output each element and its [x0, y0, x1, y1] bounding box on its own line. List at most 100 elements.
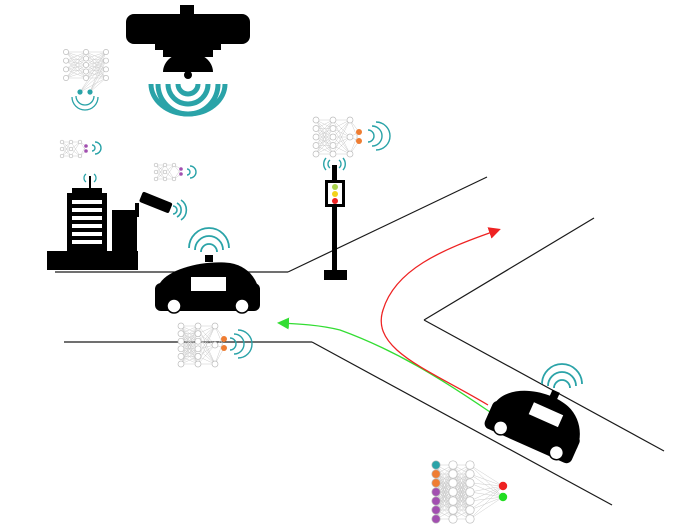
network-node	[448, 514, 458, 524]
network-node	[448, 487, 458, 497]
network-connection	[214, 325, 225, 349]
network-connection	[315, 136, 334, 155]
network-node	[103, 57, 109, 64]
road-edge-right-upper	[423, 217, 595, 321]
network-node	[162, 176, 168, 182]
network-node	[431, 505, 441, 515]
network-node	[68, 146, 74, 152]
network-node	[83, 68, 89, 75]
network-node	[329, 125, 337, 132]
network-node	[194, 330, 202, 337]
drone-neural-network-icon	[63, 49, 109, 95]
network-connection	[469, 496, 504, 511]
left-turn-path	[277, 317, 491, 413]
network-connection	[332, 136, 351, 155]
traffic-light-wireless-signal-icon	[323, 157, 346, 171]
network-node	[465, 496, 475, 506]
network-connection	[85, 51, 107, 66]
network-node	[194, 353, 202, 360]
network-connection	[349, 119, 360, 142]
network-connection	[469, 482, 504, 498]
network-node	[63, 57, 69, 64]
network-node	[346, 150, 354, 158]
network-connection	[65, 64, 87, 79]
network-node	[346, 116, 354, 124]
network-node	[83, 55, 89, 62]
network-node	[103, 75, 109, 81]
network-connection	[85, 51, 107, 59]
network-connection	[85, 71, 107, 79]
network-connection	[65, 60, 87, 72]
network-connection	[180, 325, 199, 357]
network-connection	[469, 496, 504, 520]
network-output-node	[84, 149, 88, 153]
network-connection	[180, 341, 199, 365]
drone-wireless-signal-icon	[148, 83, 228, 117]
network-connection	[65, 51, 87, 70]
car-icon-right	[484, 390, 580, 464]
drone-icon	[126, 5, 250, 79]
network-connection	[155, 164, 166, 180]
network-node	[312, 125, 320, 132]
network-connection	[85, 60, 107, 66]
network-node	[448, 478, 458, 488]
network-connection	[469, 485, 504, 502]
network-node	[448, 460, 458, 470]
network-connection	[65, 60, 87, 66]
network-connection	[197, 344, 216, 357]
network-node	[83, 49, 89, 55]
network-output-node	[356, 138, 362, 144]
camera-neural-network-icon	[153, 162, 183, 182]
network-connection	[469, 485, 504, 511]
network-connection	[435, 491, 454, 520]
network-connection	[469, 485, 504, 493]
network-node	[194, 345, 202, 353]
network-node	[83, 75, 89, 81]
network-node	[448, 496, 458, 506]
network-connection	[85, 51, 107, 61]
network-node	[162, 162, 168, 168]
network-connection	[164, 164, 175, 180]
network-node	[153, 169, 159, 175]
network-node	[465, 469, 475, 479]
traffic-light-icon	[324, 165, 347, 280]
network-node	[194, 360, 202, 368]
network-node	[465, 478, 475, 488]
network-node	[312, 150, 320, 158]
network-node	[431, 469, 441, 479]
network-connection	[469, 464, 504, 487]
network-output-node	[498, 481, 508, 491]
network-connection	[65, 64, 87, 70]
network-node	[194, 337, 202, 345]
network-node	[465, 505, 475, 515]
network-connection	[65, 51, 87, 61]
network-output-node	[77, 89, 83, 95]
network-node	[68, 153, 74, 159]
network-node	[171, 162, 177, 168]
network-connection	[79, 69, 107, 93]
car-left-wireless-signal-icon	[188, 227, 230, 253]
network-connection	[65, 51, 87, 72]
network-connection	[349, 131, 360, 155]
network-output-node	[221, 336, 227, 342]
building-neural-network-icon	[59, 139, 88, 159]
network-connection	[180, 333, 199, 365]
network-node	[177, 330, 185, 337]
network-connection	[85, 69, 107, 79]
network-node	[68, 139, 74, 145]
network-connection	[469, 482, 504, 487]
network-connection	[332, 119, 351, 146]
network-connection	[469, 491, 504, 498]
road-edge-lower-diagonal	[311, 341, 613, 506]
drone-network-signal-icon	[71, 95, 99, 111]
network-connection	[435, 464, 454, 493]
network-connection	[452, 464, 471, 493]
surveillance-camera-icon	[135, 191, 173, 217]
network-output-node	[498, 492, 508, 502]
network-connection	[469, 496, 504, 502]
network-connection	[214, 338, 225, 365]
building-antenna-signal-icon	[83, 173, 97, 183]
network-node	[465, 460, 475, 470]
network-node	[211, 322, 219, 330]
network-output-node	[356, 129, 362, 135]
